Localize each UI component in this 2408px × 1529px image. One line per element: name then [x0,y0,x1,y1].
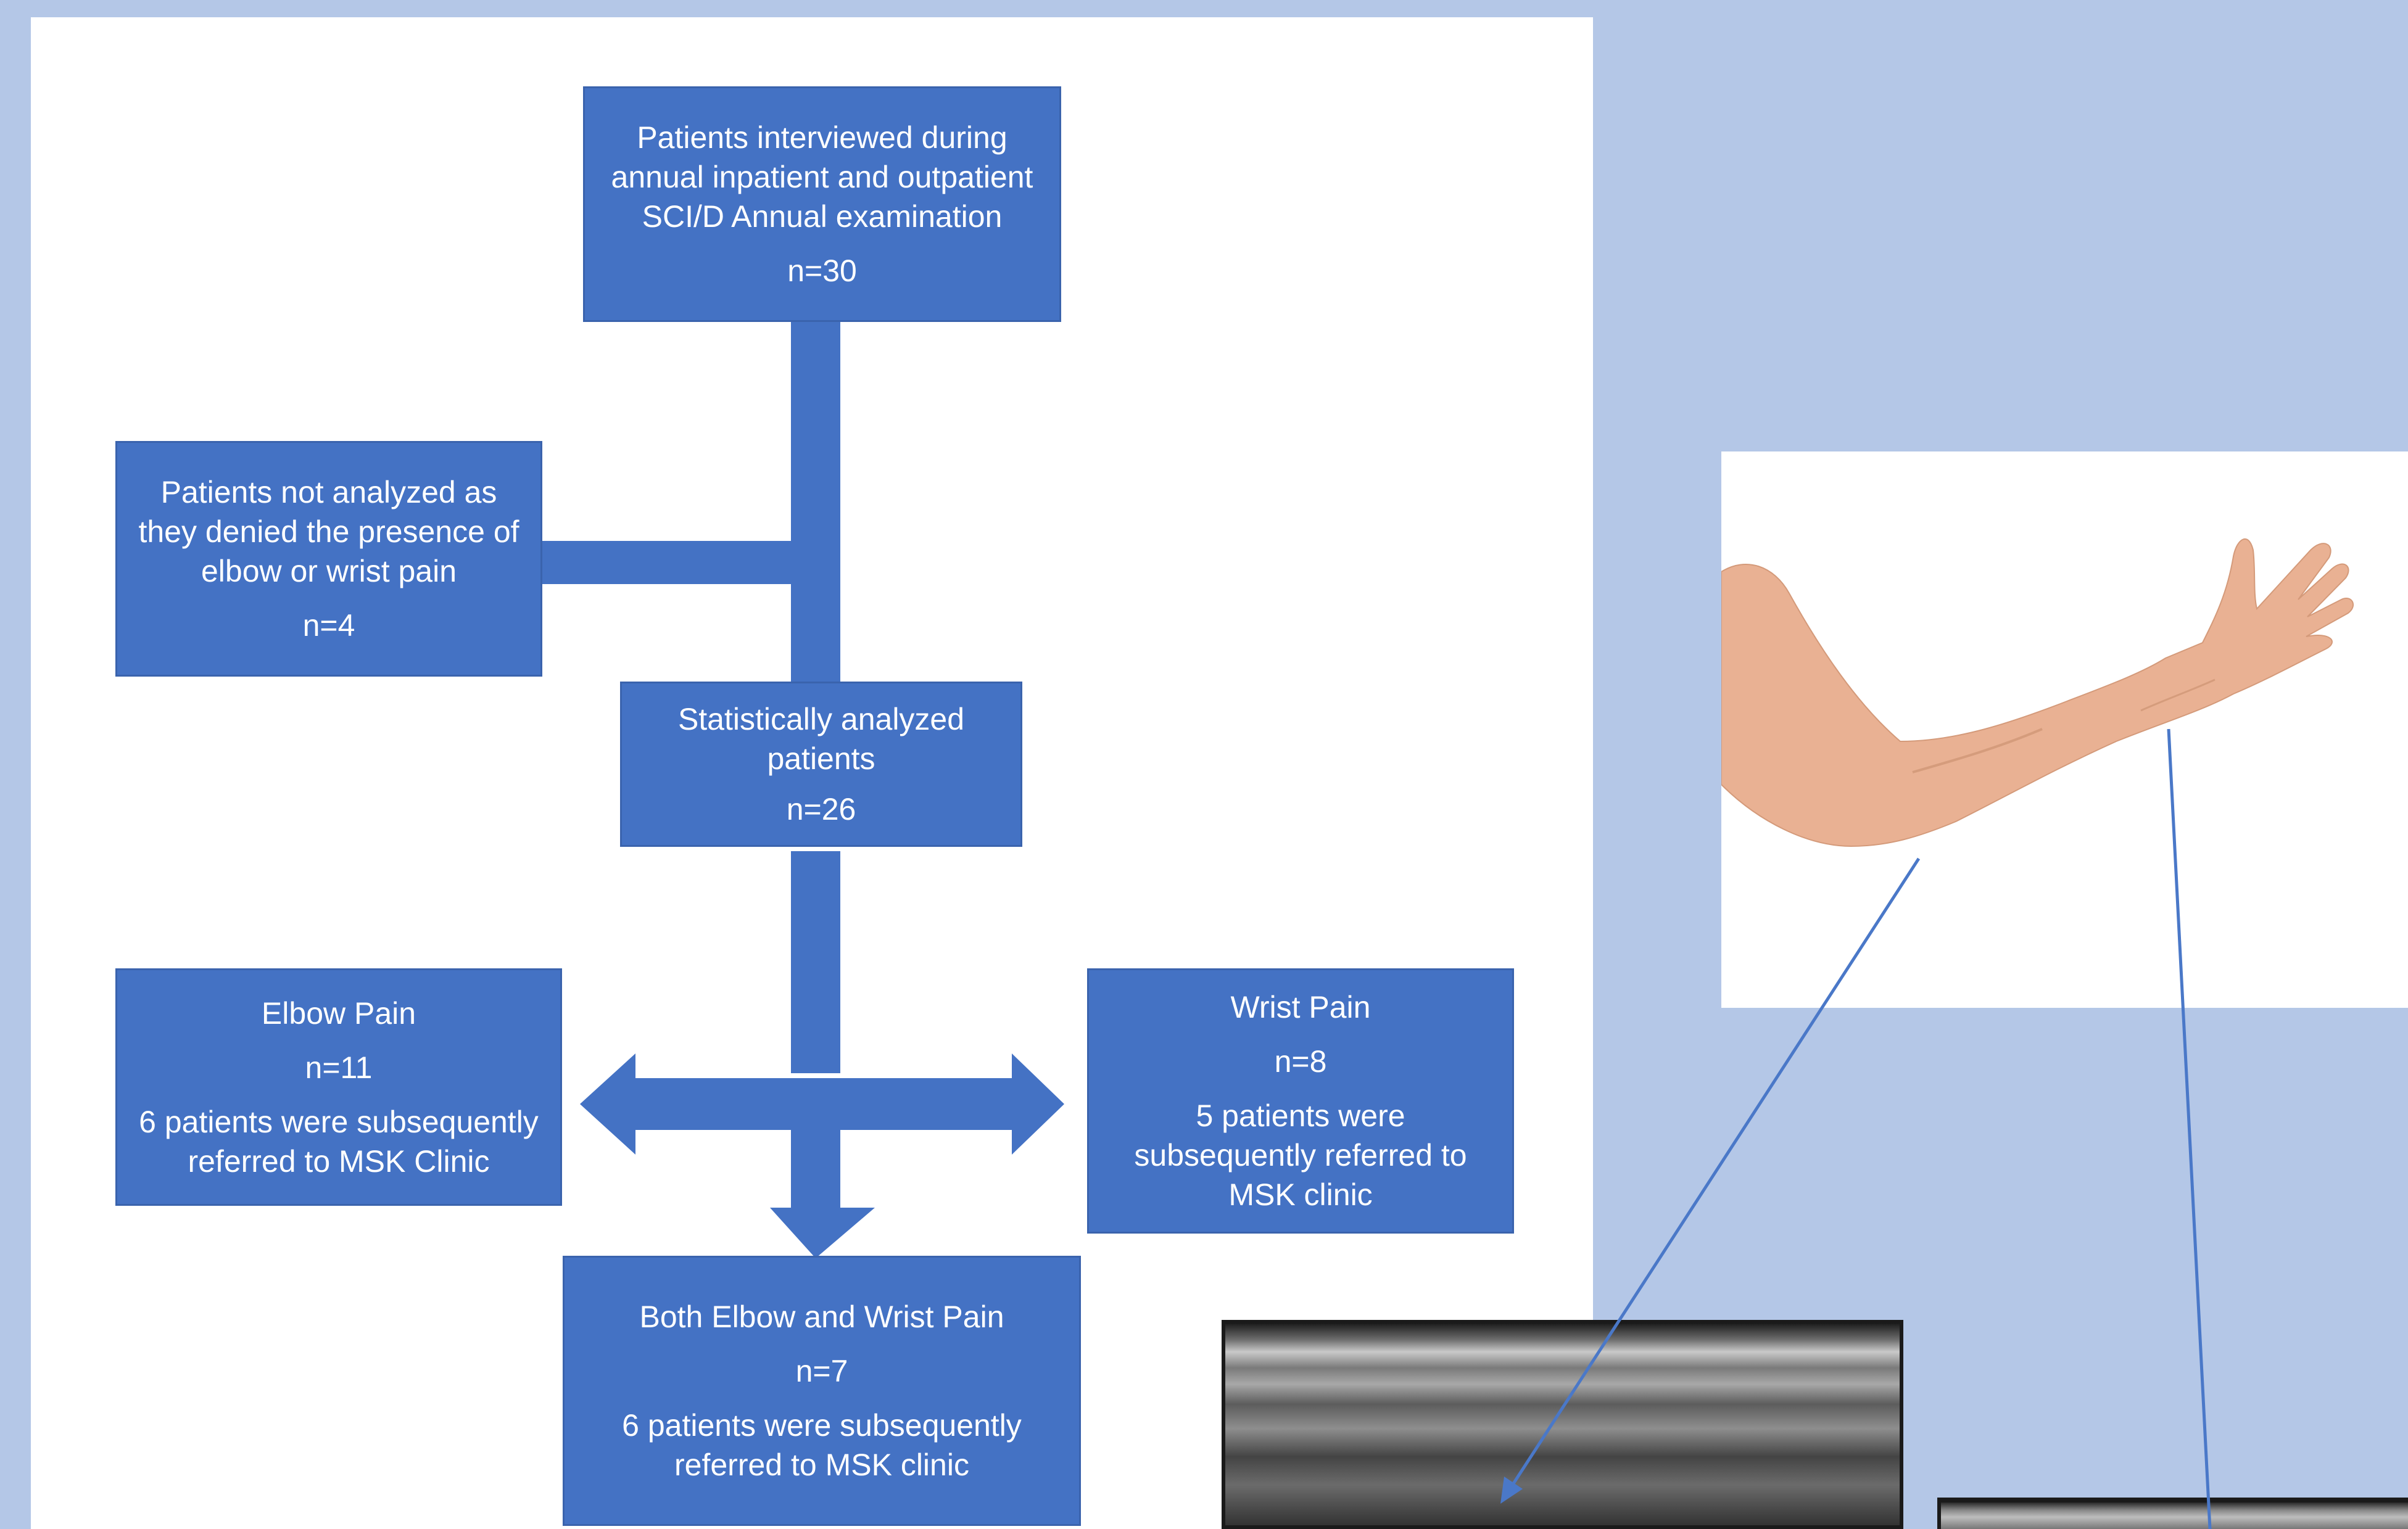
box-both-count: n=7 [795,1354,848,1388]
down-arrow-both [770,1130,875,1258]
box-wrist-pain: Wrist Pain n=8 5 patients were subsequen… [1087,968,1514,1234]
double-arrow-elbow-wrist [580,1053,1064,1155]
box-elbow-title: Elbow Pain [261,995,416,1031]
box-both-elbow-wrist: Both Elbow and Wrist Pain n=7 6 patients… [563,1256,1081,1526]
box-interviewed-line-3: SCI/D Annual examination [642,199,1003,234]
pointer-line-wrist [2167,728,2212,1529]
ultrasound-image-elbow [1222,1320,1903,1529]
box-wrist-note-line-3: MSK clinic [1228,1177,1373,1212]
box-excluded-line-3: elbow or wrist pain [201,554,457,588]
connector-trunk-upper [791,321,840,682]
box-interviewed-line-2: annual inpatient and outpatient [611,160,1033,194]
box-both-note-line-2: referred to MSK clinic [674,1448,969,1482]
arm-photo [1721,451,2408,1008]
pointer-arrowhead-elbow [1500,1477,1523,1504]
box-excluded-line-2: they denied the presence of [138,514,519,549]
box-analyzed-line-2: patients [767,741,875,776]
box-analyzed-count: n=26 [786,792,856,826]
box-statistically-analyzed: Statistically analyzed patients n=26 [620,682,1022,847]
connector-trunk-lower [791,851,840,1073]
pointer-line-elbow [1510,857,1921,1488]
connector-branch-excluded [538,541,792,584]
box-wrist-count: n=8 [1274,1044,1327,1079]
box-elbow-note-line-2: referred to MSK Clinic [188,1144,490,1179]
box-interviewed-count: n=30 [787,253,857,288]
box-wrist-note-line-2: subsequently referred to [1134,1138,1467,1173]
box-analyzed-line-1: Statistically analyzed [677,702,965,736]
box-both-title: Both Elbow and Wrist Pain [639,1300,1004,1334]
box-both-note-line-1: 6 patients were subsequently [622,1408,1022,1443]
arm-illustration [1721,538,2354,847]
box-wrist-note-line-1: 5 patients were [1196,1098,1405,1133]
box-elbow-count: n=11 [305,1050,373,1085]
ultrasound-image-wrist [1937,1498,2408,1529]
box-patients-interviewed: Patients interviewed during annual inpat… [583,86,1061,322]
box-excluded-line-1: Patients not analyzed as [160,475,497,509]
box-excluded-count: n=4 [302,608,355,643]
box-patients-excluded: Patients not analyzed as they denied the… [115,441,542,677]
box-wrist-title: Wrist Pain [1230,990,1371,1024]
box-elbow-pain: Elbow Pain n=11 6 patients were subseque… [115,968,562,1206]
box-elbow-note-line-1: 6 patients were subsequently [139,1104,539,1139]
box-interviewed-line-1: Patients interviewed during [637,120,1007,155]
